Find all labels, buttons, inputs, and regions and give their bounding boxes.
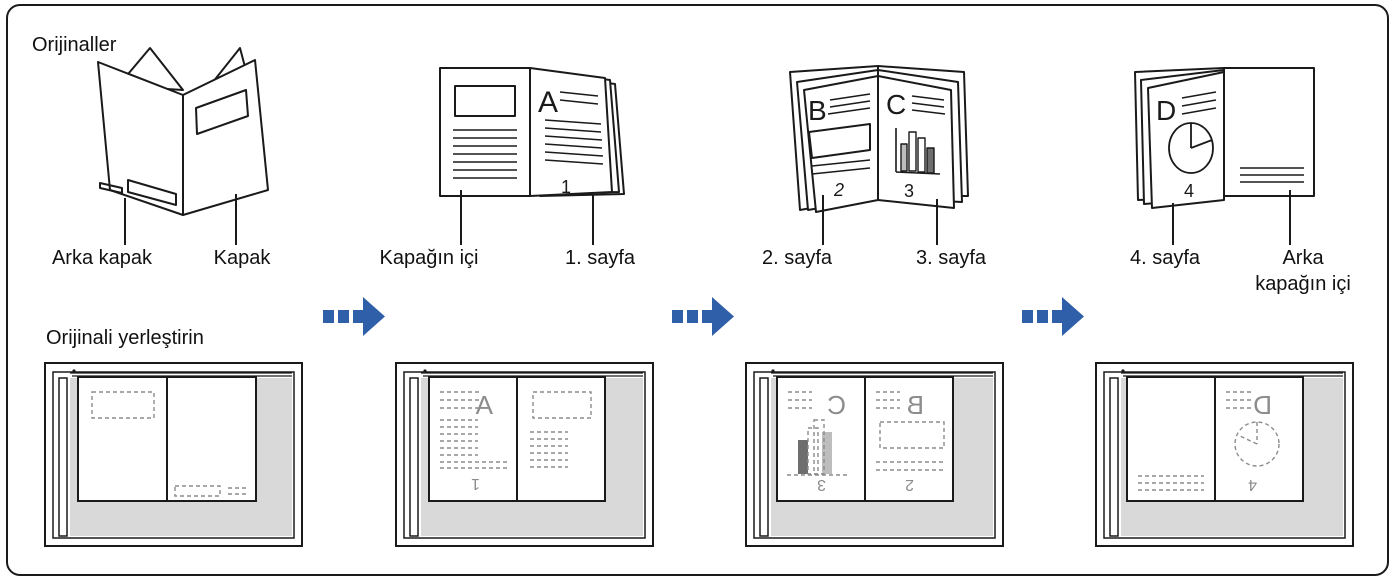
cover-label: Kapak [213,247,271,269]
scanner-glass-placement-2 [395,362,654,547]
mirrored-page-mark-c: C [827,390,846,420]
original-booklet-cover-illustration [97,47,269,245]
next-step-arrow-icon [672,297,734,336]
page-number-3: 3 [904,181,914,201]
booklet-spread-inside-cover-page1 [439,67,625,245]
page-number-2: 2 [833,180,844,200]
scanner-glass-placement-4 [1095,362,1354,547]
page-mark-a: A [538,86,558,119]
page-mark-d: D [1156,95,1176,126]
page-mark-b: B [808,95,827,126]
page2-label: 2. sayfa [761,247,833,269]
scanner-glass-placement-3 [745,362,1004,547]
scanner-glass-placement-1 [44,362,303,547]
mirrored-page-mark-d: D [1253,390,1272,420]
mirrored-page-number-1: 1 [471,475,480,492]
mirrored-page-number-3: 3 [817,476,826,493]
booklet-spread-page2-page3 [789,65,969,245]
next-step-arrow-icon [1022,297,1084,336]
originals-heading: Orijinaller [32,34,117,56]
page1-label: 1. sayfa [564,247,636,269]
inside-back-label-line1: Arka [1282,247,1324,269]
page-mark-c: C [886,89,906,120]
mirrored-page-mark-a: A [475,390,493,420]
mirrored-page-number-2: 2 [905,476,914,493]
diagram-frame [6,4,1389,576]
back-cover-label: Arka kapak [51,247,153,269]
mirrored-page-mark-b: B [907,390,924,420]
place-original-heading: Orijinali yerleştirin [46,327,204,349]
page-number-1: 1 [561,177,571,197]
page3-label: 3. sayfa [915,247,987,269]
inside-cover-label: Kapağın içi [379,247,479,269]
mirrored-page-number-4: 4 [1248,476,1257,493]
booklet-spread-page4-inside-back [1134,67,1315,245]
next-step-arrow-icon [323,297,385,336]
page-number-4: 4 [1184,181,1194,201]
inside-back-label-line2: kapağın içi [1255,273,1351,295]
page4-label: 4. sayfa [1129,247,1201,269]
